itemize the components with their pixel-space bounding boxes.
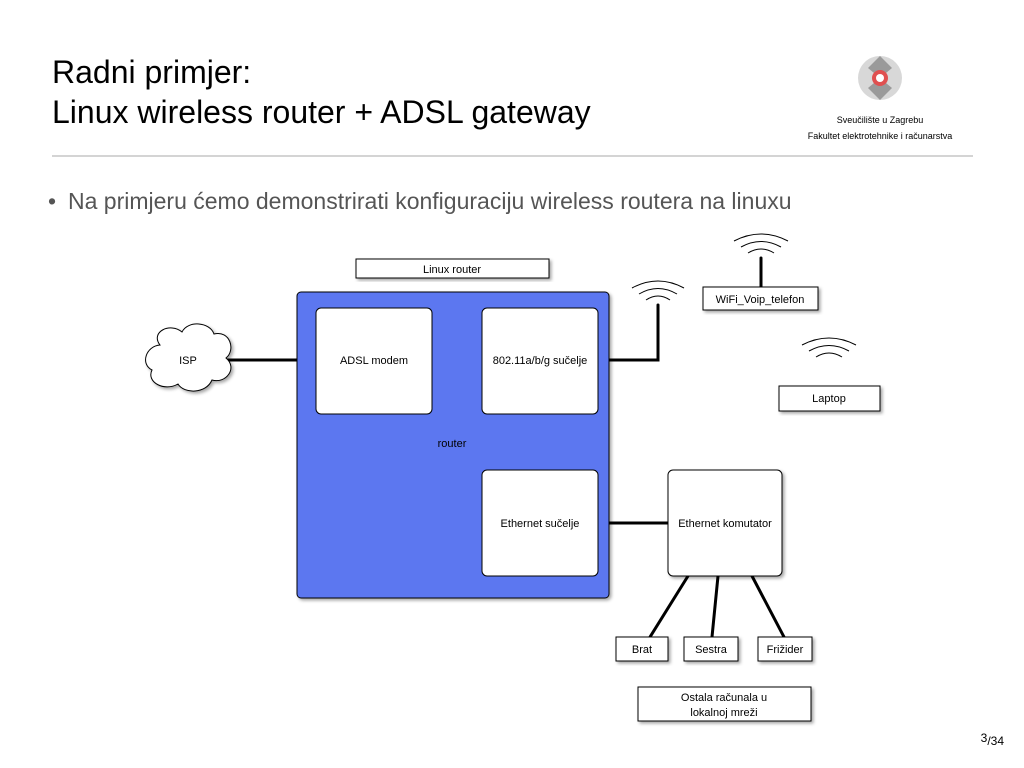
client-sestra-box: [683, 636, 739, 662]
switch-to-brat-link: [648, 574, 690, 639]
router-label: router: [438, 438, 467, 450]
page-number: 3/34: [981, 731, 1004, 748]
laptop-label: Laptop: [812, 393, 846, 405]
client-brat-box: [615, 636, 669, 662]
university-line-1: Sveučilište u Zagrebu: [836, 115, 924, 125]
header-divider: [52, 155, 973, 157]
client-frizider-box: [757, 636, 813, 662]
isp-label: ISP: [179, 355, 197, 367]
page-total: /34: [987, 734, 1004, 748]
ethernet-interface-box: [481, 469, 599, 577]
wifi-phone-label: WiFi_Voip_telefon: [716, 294, 805, 306]
ethernet-switch-label: Ethernet komutator: [678, 518, 772, 530]
wireless-interface-label: 802.11a/b/g sučelje: [493, 355, 588, 367]
client-sestra-label: Sestra: [695, 644, 728, 656]
ethernet-switch-box: [667, 469, 783, 577]
bullet-dot-icon: •: [48, 188, 57, 214]
slide-title: Radni primjer: Linux wireless router + A…: [52, 52, 591, 132]
linux-router-label-box: [355, 258, 550, 279]
title-line-2: Linux wireless router + ADSL gateway: [52, 94, 591, 130]
isp-cloud-icon: [145, 323, 232, 392]
wireless-interface-box: [481, 307, 599, 415]
switch-to-sestra-link: [710, 574, 720, 639]
linux-router-label: Linux router: [423, 264, 481, 276]
university-logo-icon: [858, 56, 902, 100]
page-current: 3: [980, 731, 988, 745]
wireless-antenna-link: [596, 303, 660, 362]
other-computers-box: [637, 686, 812, 722]
other-computers-label-line-2: lokalnoj mreži: [690, 707, 757, 719]
switch-to-frizider-link: [750, 574, 786, 639]
adsl-modem-box: [315, 307, 433, 415]
university-line-2: Fakultet elektrotehnike i računarstva: [807, 131, 953, 141]
title-line-1: Radni primjer:: [52, 54, 252, 90]
university-name: Sveučilište u Zagrebu Fakultet elektrote…: [780, 112, 980, 144]
other-computers-label-line-1: Ostala računala u: [681, 692, 767, 704]
ethernet-interface-label: Ethernet sučelje: [501, 518, 580, 530]
bullet-item: • Na primjeru ćemo demonstrirati konfigur…: [48, 188, 792, 215]
client-brat-label: Brat: [632, 644, 652, 656]
laptop-box: [778, 385, 881, 412]
bullet-text: Na primjeru ćemo demonstrirati konfigura…: [68, 188, 792, 214]
wifi-phone-box: [702, 286, 819, 311]
adsl-modem-label: ADSL modem: [340, 355, 408, 367]
router-wifi-signal-icon: [631, 280, 685, 301]
laptop-wifi-signal-icon: [801, 337, 857, 358]
client-frizider-label: Frižider: [767, 644, 804, 656]
phone-wifi-signal-icon: [733, 233, 789, 254]
